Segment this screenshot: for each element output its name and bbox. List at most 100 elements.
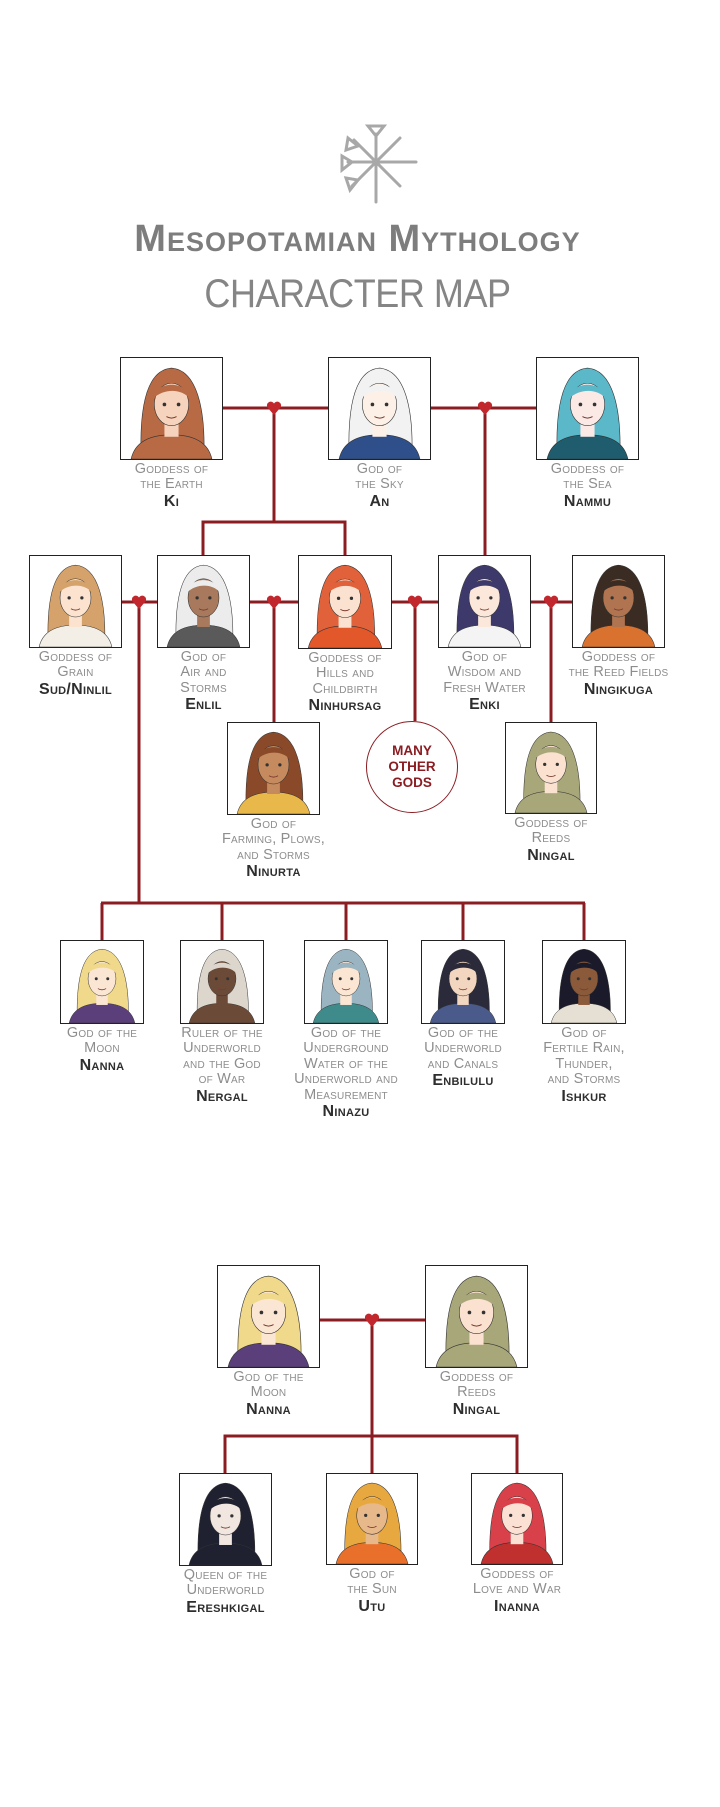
heart-icon (407, 595, 423, 609)
character-name: Nanna (246, 1400, 291, 1418)
character-label: God of the Underground Water of the Unde… (294, 1025, 398, 1121)
heart-icon (266, 595, 282, 609)
character-description: God of Fertile Rain, Thunder, and Storms (543, 1025, 625, 1088)
character-description: God of the Moon (233, 1369, 304, 1401)
character-description: God of the Moon (66, 1025, 138, 1057)
character-card-ishkur: God of Fertile Rain, Thunder, and Storms… (542, 940, 626, 1105)
portrait-ereshkigal (179, 1473, 272, 1566)
character-description: Goddess of Grain (38, 649, 113, 681)
character-description: Goddess of Reeds (514, 815, 588, 847)
portrait-ki (120, 357, 223, 460)
character-description: God of Air and Storms (180, 649, 227, 696)
character-name: Nergal (196, 1087, 248, 1105)
character-description: Queen of the Underworld (183, 1567, 268, 1599)
character-description: Ruler of the Underworld and the God of W… (181, 1025, 263, 1088)
character-name: Nanna (79, 1056, 125, 1074)
heart-icon (131, 595, 147, 609)
portrait-enki (438, 555, 531, 648)
character-label: God of Fertile Rain, Thunder, and Storms… (543, 1025, 625, 1105)
character-label: Ruler of the Underworld and the God of W… (181, 1025, 263, 1105)
character-name: Nammu (563, 492, 612, 510)
heart-icon (364, 1313, 380, 1327)
portrait-nammu (536, 357, 639, 460)
character-name: Enlil (185, 696, 222, 714)
portrait-ninazu (304, 940, 388, 1024)
character-name: Ishkur (561, 1087, 607, 1105)
character-name: Inanna (494, 1597, 540, 1615)
character-description: God of the Sun (347, 1566, 397, 1598)
character-name: Utu (358, 1597, 386, 1615)
page-title: Mesopotamian Mythology (134, 218, 581, 260)
portrait-ningikuga (572, 555, 665, 648)
character-name: Enki (469, 696, 500, 714)
cuneiform-star-icon (340, 124, 418, 204)
portrait-ninurta (227, 722, 320, 815)
portrait-nanna (217, 1265, 320, 1368)
character-description: Goddess of the Sea (550, 461, 625, 493)
character-description: God of Wisdom and Fresh Water (443, 649, 526, 696)
character-name: Ningal (527, 846, 575, 864)
character-name: Ningal (452, 1400, 501, 1418)
character-name: Ninurta (246, 863, 301, 881)
character-description: Goddess of the Reed Fields (568, 649, 669, 681)
character-name: Ninhursag (308, 697, 382, 715)
character-description: Goddess of Hills and Childbirth (308, 650, 382, 697)
portrait-an (328, 357, 431, 460)
character-description: God of the Sky (355, 461, 404, 493)
portrait-nanna (60, 940, 144, 1024)
portrait-utu (326, 1473, 418, 1565)
character-card-nergal: Ruler of the Underworld and the God of W… (180, 940, 264, 1105)
character-name: Ki (163, 492, 180, 510)
heart-icon (543, 595, 559, 609)
portrait-ningal (505, 722, 597, 814)
portrait-enbilulu (421, 940, 505, 1024)
character-name: Ninazu (322, 1103, 370, 1121)
portrait-sud (29, 555, 122, 648)
character-name: Sud/Ninlil (38, 680, 113, 698)
character-name: Ningikuga (583, 680, 654, 698)
portrait-enlil (157, 555, 250, 648)
portrait-nergal (180, 940, 264, 1024)
character-name: Ereshkigal (186, 1598, 265, 1616)
character-description: God of the Underworld and Canals (424, 1025, 502, 1072)
portrait-ningal (425, 1265, 528, 1368)
character-description: Goddess of Reeds (439, 1369, 514, 1401)
character-description: God of Farming, Plows, and Storms (221, 816, 326, 863)
heart-icon (266, 401, 282, 415)
portrait-ishkur (542, 940, 626, 1024)
character-name: Enbilulu (432, 1072, 494, 1090)
heart-icon (477, 401, 493, 415)
character-description: Goddess of the Earth (134, 461, 209, 493)
character-description: God of the Underground Water of the Unde… (294, 1025, 398, 1103)
